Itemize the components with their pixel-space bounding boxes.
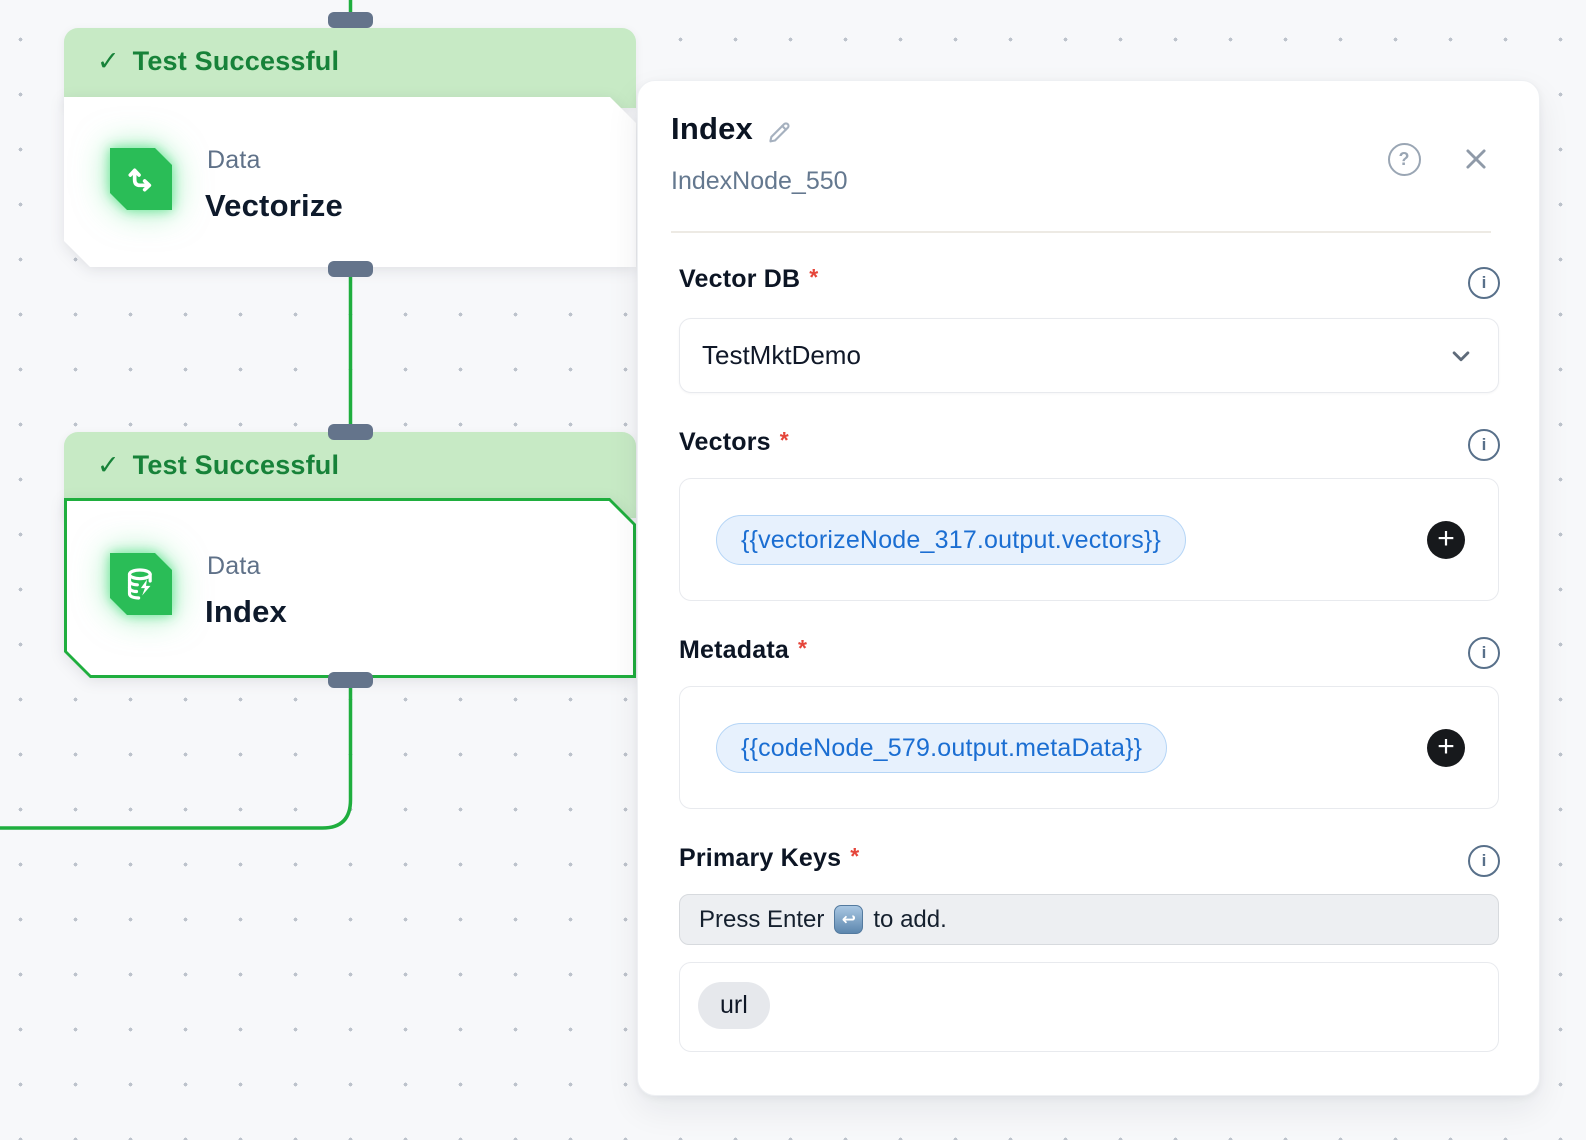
vectorize-node-status-banner: ✓ Test Successful: [64, 28, 636, 108]
primary-keys-label: Primary Keys *: [679, 843, 859, 873]
press-enter-hint-prefix: Press Enter: [699, 905, 825, 933]
header-divider: [671, 231, 1491, 233]
vector-db-label-text: Vector DB: [679, 265, 801, 293]
node-category-label: Data: [207, 552, 261, 580]
info-icon: i: [1468, 267, 1500, 299]
info-icon: i: [1468, 637, 1500, 669]
required-asterisk: *: [809, 264, 819, 290]
node-status-text: Test Successful: [132, 450, 340, 480]
info-icon: i: [1468, 845, 1500, 877]
help-button[interactable]: ?: [1387, 142, 1421, 176]
metadata-label-text: Metadata: [679, 636, 789, 664]
info-icon: i: [1468, 429, 1500, 461]
metadata-label: Metadata *: [679, 635, 807, 665]
check-icon: ✓: [97, 46, 120, 76]
primary-keys-list: url: [679, 962, 1499, 1052]
vectors-label-text: Vectors: [679, 428, 771, 456]
required-asterisk: *: [850, 843, 860, 869]
metadata-variable-token[interactable]: {{codeNode_579.output.metaData}}: [716, 723, 1168, 773]
required-asterisk: *: [779, 427, 789, 453]
add-metadata-variable-button[interactable]: +: [1427, 729, 1465, 767]
node-status-text: Test Successful: [132, 46, 340, 76]
vector-db-select[interactable]: TestMktDemo: [679, 318, 1499, 393]
vector-db-selected-value: TestMktDemo: [702, 340, 861, 370]
edit-title-pencil-icon[interactable]: [764, 117, 794, 147]
primary-key-chip[interactable]: url: [698, 982, 770, 1029]
panel-title: Index: [671, 111, 753, 146]
vectorize-axes-icon: [110, 148, 172, 210]
metadata-info-button[interactable]: i: [1467, 636, 1501, 670]
index-node-icon-glow: [110, 553, 172, 615]
primary-keys-input[interactable]: Press Enter ↩ to add.: [679, 894, 1499, 945]
vectorize-node-output-handle[interactable]: [328, 261, 373, 277]
vectorize-node-input-handle[interactable]: [328, 12, 373, 28]
vector-db-info-button[interactable]: i: [1467, 266, 1501, 300]
close-panel-button[interactable]: [1459, 142, 1493, 176]
vectors-label: Vectors *: [679, 427, 789, 457]
add-vectors-variable-button[interactable]: +: [1427, 521, 1465, 559]
index-node-card[interactable]: Data Index: [64, 498, 636, 678]
index-node-input-handle[interactable]: [328, 424, 373, 440]
vectors-variable-token[interactable]: {{vectorizeNode_317.output.vectors}}: [716, 515, 1186, 565]
metadata-field[interactable]: {{codeNode_579.output.metaData}} +: [679, 686, 1499, 809]
vectorize-node-icon-glow: [110, 148, 172, 210]
press-enter-hint-suffix: to add.: [873, 905, 947, 933]
enter-key-icon: ↩: [834, 905, 864, 934]
vectors-info-button[interactable]: i: [1467, 428, 1501, 462]
index-node-output-handle[interactable]: [328, 672, 373, 688]
node-config-panel: Index IndexNode_550 ? Vector DB * i TestM…: [637, 80, 1540, 1096]
close-icon: [1466, 149, 1486, 169]
check-icon: ✓: [97, 450, 120, 480]
database-bolt-icon: [110, 553, 172, 615]
required-asterisk: *: [797, 635, 808, 661]
vectorize-node-card[interactable]: Data Vectorize: [64, 97, 636, 267]
vector-db-label: Vector DB *: [679, 264, 818, 294]
vectors-field[interactable]: {{vectorizeNode_317.output.vectors}} +: [679, 478, 1499, 601]
chevron-down-icon: [1452, 350, 1470, 361]
node-title-label: Vectorize: [205, 188, 343, 223]
node-category-label: Data: [207, 146, 261, 174]
node-title-label: Index: [205, 594, 287, 629]
edge-out-of-index: [0, 665, 353, 830]
primary-keys-info-button[interactable]: i: [1467, 844, 1501, 878]
question-mark-icon: ?: [1387, 142, 1421, 176]
primary-keys-label-text: Primary Keys: [679, 844, 842, 872]
node-id-subtitle: IndexNode_550: [671, 167, 848, 195]
